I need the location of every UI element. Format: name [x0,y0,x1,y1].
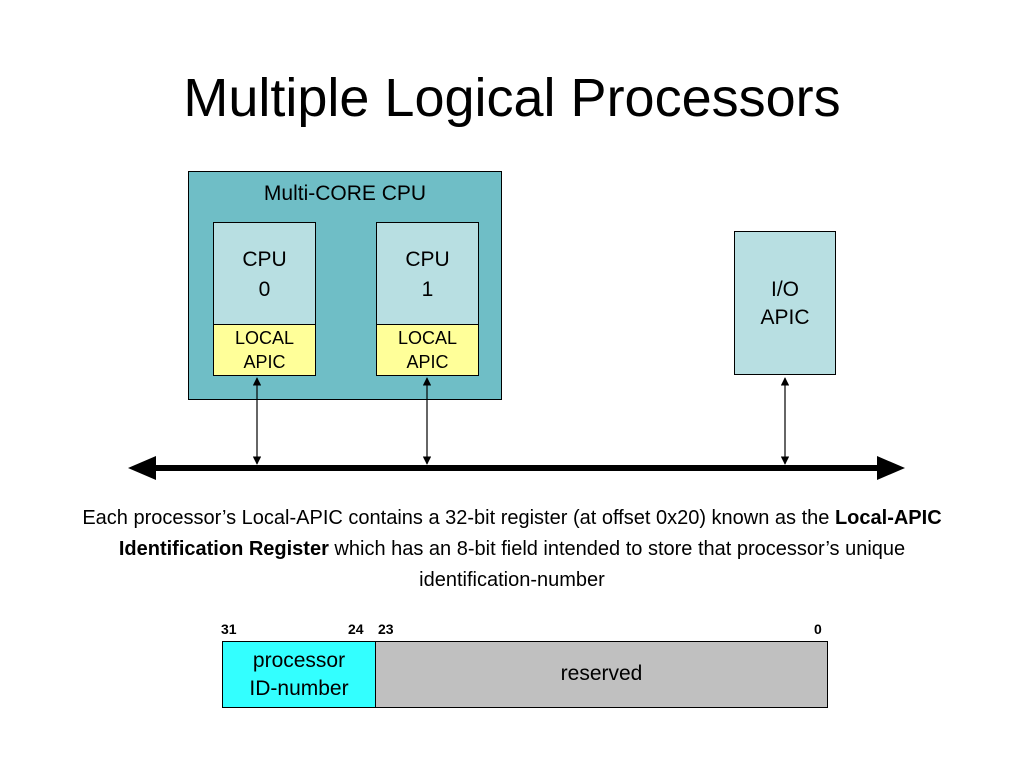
register-reserved-field: reserved [375,641,828,708]
cpu-1-local-apic: LOCAL APIC [376,324,479,376]
description-bold-term: Local-APIC Identification Register [118,507,942,560]
description-text: Each processor’s Local-APIC contains a 3… [60,503,964,596]
system-bus-left-arrowhead [128,456,156,480]
io-apic-box: I/O APIC [734,231,836,375]
description-text-start: Each processor’s Local-APIC contains a 3… [82,507,835,529]
bit-23-label: 23 [378,621,394,637]
bit-31-label: 31 [221,621,237,637]
register-id-field: processor ID-number [222,641,376,708]
system-bus-right-arrowhead [877,456,905,480]
bit-0-label: 0 [814,621,822,637]
cpu-0-label: CPU 0 [242,248,287,301]
multi-core-cpu-box: Multi-CORE CPU CPU 0 LOCAL APIC CPU 1 LO… [188,171,502,400]
description-text-end: which has an 8-bit field intended to sto… [328,538,906,591]
io-apic-label: I/O APIC [760,278,810,329]
register-reserved-field-label: reserved [560,662,643,685]
cpu-0-local-apic: LOCAL APIC [213,324,316,376]
cpu-1-box: CPU 1 LOCAL APIC [376,222,479,376]
register-id-field-label: processor ID-number [249,649,349,700]
multi-core-cpu-label: Multi-CORE CPU [263,182,427,205]
slide-title: Multiple Logical Processors [183,68,841,128]
bit-24-label: 24 [348,621,364,637]
cpu-1-label: CPU 1 [405,248,450,301]
cpu-0-box: CPU 0 LOCAL APIC [213,222,316,376]
